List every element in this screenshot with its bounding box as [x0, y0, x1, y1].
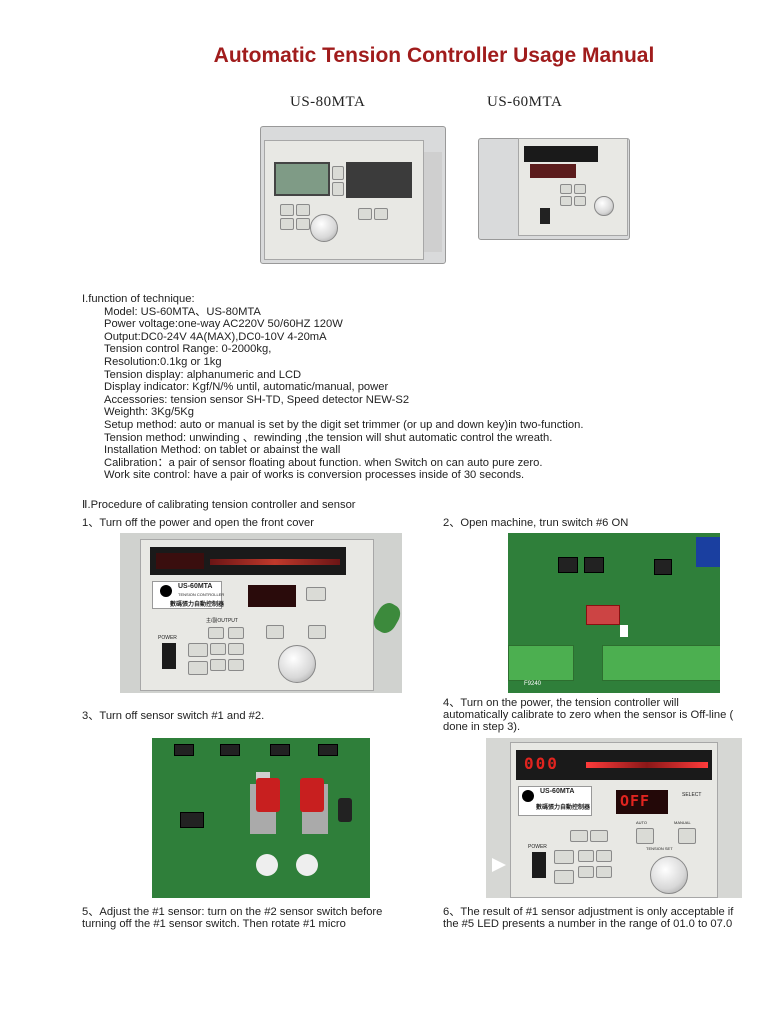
spec-line: Display indicator: Kgf/N/% until, automa…	[104, 381, 389, 394]
spec-line: Weighth: 3Kg/5Kg	[104, 406, 194, 419]
step4-caption-3: done in step 3).	[443, 721, 521, 733]
step4-manual-label: MANUAL	[674, 820, 691, 825]
step4-photo: 000 US-60MTA 數碼張力自動控制器 OFF SELECT AUTO M…	[486, 738, 742, 898]
step4-auto-label: AUTO	[636, 820, 648, 825]
step2-pcb-code: F9240	[524, 681, 542, 687]
step6-caption-1: 6、The result of #1 sensor adjustment is …	[443, 906, 734, 918]
step6-caption-2: the #5 LED presents a number in the rang…	[443, 918, 733, 930]
step4-led-reading: 000	[524, 754, 559, 773]
step4-tension-set-label: TENSION SET	[646, 846, 673, 851]
step1-photo: US-60MTA TENSION CONTROLLER 數碼張力自動控制器 主/…	[120, 533, 402, 693]
step5-caption-2: turning off the #1 sensor switch. Then r…	[82, 918, 346, 930]
step1-badge: US-60MTA	[178, 583, 213, 590]
spec-line: Work site control: have a pair of works …	[104, 469, 525, 482]
spec-line: Resolution:0.1kg or 1kg	[104, 355, 222, 368]
step1-caption: 1、Turn off the power and open the front …	[82, 517, 314, 529]
step1-output-label: 主/副OUTPUT	[206, 618, 238, 624]
procedure-heading: Ⅱ.Procedure of calibrating tension contr…	[82, 499, 356, 511]
step5-caption-1: 5、Adjust the #1 sensor: turn on the #2 s…	[82, 906, 383, 918]
product-photo-us60mta	[474, 128, 634, 246]
step4-chinese-name: 數碼張力自動控制器	[536, 805, 591, 811]
step2-caption: 2、Open machine, trun switch #6 ON	[443, 517, 629, 529]
spec-line: Calibration：a pair of sensor floating ab…	[104, 456, 543, 469]
specs-heading: I.function of technique:	[82, 293, 195, 305]
step4-select-label: SELECT	[682, 792, 702, 798]
spec-line: Tension method: unwinding 、rewinding ,th…	[104, 431, 553, 444]
step1-power-label: POWER	[158, 635, 177, 641]
spec-line: Tension control Range: 0-2000kg,	[104, 343, 272, 356]
spec-line: Model: US-60MTA、US-80MTA	[104, 305, 261, 318]
spec-line: Tension display: alphanumeric and LCD	[104, 368, 302, 381]
model-label-left: US-80MTA	[290, 94, 366, 110]
step4-seg-reading: OFF	[620, 792, 651, 810]
step4-badge: US-60MTA	[540, 788, 575, 795]
spec-line: Output:DC0-24V 4A(MAX),DC0-10V 4-20mA	[104, 330, 327, 343]
product-photo-us80mta	[258, 122, 448, 264]
page-title: Automatic Tension Controller Usage Manua…	[213, 44, 655, 67]
step3-photo	[152, 738, 370, 898]
model-label-right: US-60MTA	[487, 94, 563, 110]
step1-badge-sub: TENSION CONTROLLER	[178, 592, 225, 597]
spec-line: Accessories: tension sensor SH-TD, Speed…	[104, 393, 410, 406]
step4-caption-1: 4、Turn on the power, the tension control…	[443, 697, 679, 709]
spec-line: Power voltage:one-way AC220V 50/60HZ 120…	[104, 318, 343, 331]
step4-caption-2: automatically calibrate to zero when the…	[443, 709, 734, 721]
step2-photo: F9240	[508, 533, 720, 693]
step1-chinese-name: 數碼張力自動控制器	[170, 602, 225, 608]
spec-line: Setup method: auto or manual is set by t…	[104, 418, 584, 431]
step3-caption: 3、Turn off sensor switch #1 and #2.	[82, 710, 265, 722]
spec-line: Installation Method: on tablet or abains…	[104, 444, 341, 457]
specs-section: I.function of technique: Model: US-60MTA…	[82, 293, 583, 482]
step4-power-label: POWER	[528, 844, 547, 850]
